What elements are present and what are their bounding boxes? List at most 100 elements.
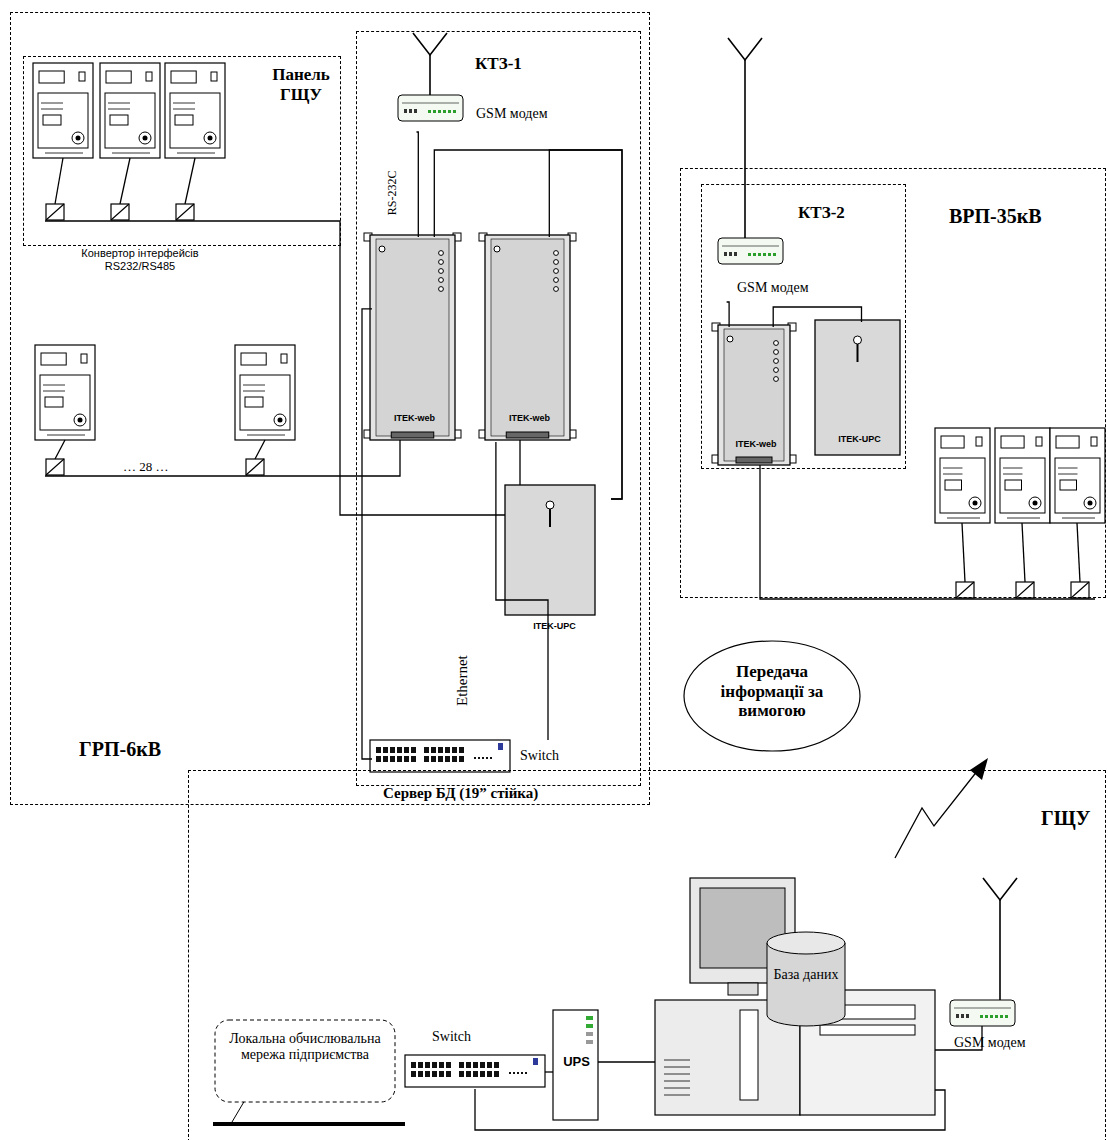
itek-web-panel xyxy=(376,239,449,436)
switch-port xyxy=(425,1071,430,1077)
wire xyxy=(598,1061,655,1062)
wire xyxy=(108,109,130,110)
switch-port xyxy=(480,1071,485,1077)
meter-panel xyxy=(170,93,220,148)
device-box: GSM модем xyxy=(946,999,1056,1071)
meter-panel xyxy=(1055,458,1100,513)
modem-led xyxy=(428,110,431,113)
wire xyxy=(999,900,1001,1000)
meter-disc xyxy=(208,136,213,141)
device-box: ITEK-web xyxy=(720,327,796,467)
signal-label: Ethernet xyxy=(454,655,471,706)
connector-line xyxy=(434,150,622,499)
node-label: ITEK-UPC xyxy=(502,621,607,631)
wire xyxy=(46,459,64,475)
switch-port xyxy=(459,1071,464,1077)
modem-led xyxy=(748,253,751,256)
converter-symbol xyxy=(46,204,64,220)
switch-port xyxy=(487,1071,492,1077)
key-symbol xyxy=(546,501,554,509)
switch-led xyxy=(498,743,503,750)
region-box: Панель ГЩУ xyxy=(23,56,341,246)
switch-port xyxy=(439,1062,444,1068)
switch-port xyxy=(517,1072,519,1074)
modem-led xyxy=(734,252,737,256)
itek-web-led xyxy=(554,269,559,274)
wire xyxy=(549,509,551,527)
meter-display xyxy=(241,353,266,365)
converter-symbol xyxy=(1071,582,1089,598)
meter-panel xyxy=(240,375,290,430)
wire xyxy=(1058,474,1078,475)
meter-disc xyxy=(1084,497,1096,509)
device-box: GSM модем xyxy=(717,238,837,302)
itek-web-led xyxy=(379,246,385,252)
switch-port xyxy=(404,756,409,762)
node-label: Switch xyxy=(432,1029,471,1045)
modem-led xyxy=(443,110,446,113)
meter-display xyxy=(941,436,964,448)
itek-web-led xyxy=(439,287,444,292)
modem-led xyxy=(724,252,727,256)
switch-port xyxy=(474,757,476,759)
node-label: База даних xyxy=(770,967,842,983)
wire xyxy=(664,1081,690,1082)
modem-led xyxy=(453,110,456,113)
region-box: КТЗ-2GSM модемITEK-webITEK-UPC xyxy=(701,184,906,469)
key-symbol xyxy=(854,336,862,344)
connector-line xyxy=(727,302,730,327)
meter-plate xyxy=(245,397,263,407)
node-label: Локальна обчислювальна мережа підприємст… xyxy=(220,1031,390,1063)
meter-disc xyxy=(278,418,283,423)
meter-disc xyxy=(274,414,286,426)
wire xyxy=(112,153,150,154)
wire xyxy=(402,103,459,104)
connector-line xyxy=(773,307,861,327)
switch-port xyxy=(411,1062,416,1068)
meter-body xyxy=(235,345,295,440)
meter-disc xyxy=(72,132,84,144)
itek-web-led xyxy=(554,260,559,265)
itek-web-connector xyxy=(736,457,772,463)
itek-web-led xyxy=(727,336,733,342)
meter-disc xyxy=(969,497,981,509)
ups-body xyxy=(553,1010,598,1120)
meter-disc xyxy=(139,132,151,144)
wire xyxy=(956,582,974,598)
wire xyxy=(243,391,265,392)
meter-body xyxy=(35,345,95,440)
node-label: GSM модем xyxy=(954,1035,1026,1051)
node-label: UPS xyxy=(554,1055,599,1070)
meter-display xyxy=(106,71,131,83)
itek-web-led xyxy=(774,368,779,373)
node-label: ITEK-UPC xyxy=(817,434,902,444)
itek-web-led xyxy=(439,278,444,283)
modem-body xyxy=(950,1000,1015,1026)
ellipse-outline xyxy=(684,641,860,751)
wire xyxy=(1062,518,1095,519)
node-label: Передача інформації за вимогою xyxy=(703,662,841,721)
switch-port xyxy=(376,747,381,753)
itek-web-led xyxy=(554,287,559,292)
meter-button xyxy=(281,354,287,363)
itek-web-led xyxy=(774,359,779,364)
wire xyxy=(255,440,265,459)
meter-panel xyxy=(38,93,88,148)
wire xyxy=(1022,523,1025,582)
meter-disc xyxy=(973,501,978,506)
cylinder-outline xyxy=(767,943,845,1026)
wire xyxy=(943,474,963,475)
wire xyxy=(173,109,195,110)
count-label: … 28 … xyxy=(120,460,172,475)
meter-button xyxy=(211,72,217,81)
wire xyxy=(47,435,85,436)
switch-port xyxy=(397,747,402,753)
wire xyxy=(55,158,63,204)
wire xyxy=(46,204,64,220)
switch-port xyxy=(480,1062,485,1068)
modem-led xyxy=(990,1015,993,1018)
node-label: Switch xyxy=(520,748,559,764)
switch-port xyxy=(438,747,443,753)
